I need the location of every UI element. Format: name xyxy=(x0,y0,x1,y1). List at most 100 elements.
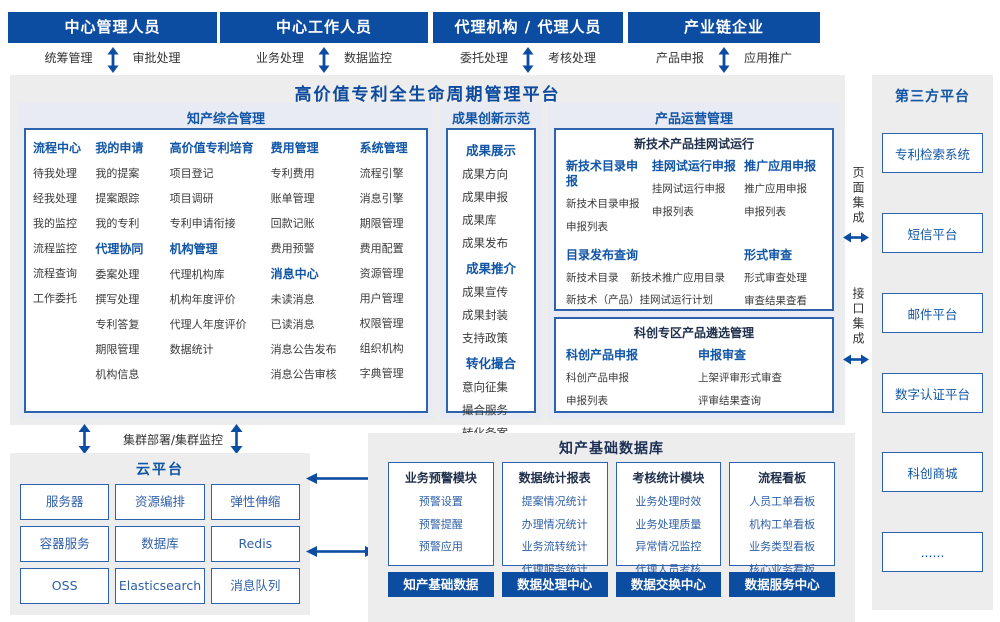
sci-selection-box: 科创专区产品遴选管理 科创产品申报 科创产品申报申报列表 申报审查 上架评审形式… xyxy=(554,317,834,413)
horizontal-double-arrow-icon xyxy=(843,354,869,365)
module-business-alert: 业务预警模块 预警设置预警提醒预警应用 xyxy=(388,462,494,566)
section-ip-management: 知产综合管理 流程中心 待我处理经我处理我的监控流程监控流程查询工作委托 我的申… xyxy=(18,103,434,419)
section-product-operation: 产品运营管理 新技术产品挂网试运行 新技术目录申报 新技术目录申报申报列表 挂网… xyxy=(548,103,840,419)
cloud-service-box: Elasticsearch xyxy=(115,568,205,604)
menu-item: 代理机构库 xyxy=(169,268,225,281)
ip-database-title: 知产基础数据库 xyxy=(559,441,664,457)
horizontal-double-arrow-icon xyxy=(306,546,376,557)
menu-item: 异常情况监控 xyxy=(635,540,702,553)
menu-item: 机构信息 xyxy=(95,368,140,381)
menu-item: 撮合服务 xyxy=(462,403,508,417)
actor-title: 产业链企业 xyxy=(628,12,820,43)
menu-item: 经我处理 xyxy=(33,192,77,205)
menu-item-list: 成果宣传成果封装支持政策 xyxy=(451,284,531,346)
menu-item: 专利答复 xyxy=(95,318,140,331)
group-header: 消息中心 xyxy=(270,267,319,281)
menu-item-list: 挂网试运行申报申报列表 xyxy=(652,181,736,219)
menu-item: 权限管理 xyxy=(359,317,404,330)
group-header: 目录发布查询 xyxy=(566,248,639,262)
module-header: 考核统计模块 xyxy=(632,471,705,485)
po-group-catalog-query: 目录发布查询 新技术目录 新技术推广应用目录 新技术（产品）挂网试运行计划 xyxy=(566,248,736,316)
menu-item: 形式审查处理 xyxy=(744,272,808,284)
cluster-deploy-monitor-label: 集群部署/集群监控 xyxy=(122,433,224,447)
menu-item: 新技术目录申报 xyxy=(566,198,640,210)
menu-item: 业务处理质量 xyxy=(635,517,702,531)
cloud-service-box: 数据库 xyxy=(115,526,205,562)
cloud-service-box: 资源编排 xyxy=(115,484,205,520)
data-center-box: 数据服务中心 xyxy=(729,572,835,597)
actor-title: 中心工作人员 xyxy=(220,12,428,43)
vertical-double-arrow-icon xyxy=(718,47,730,73)
menu-item: 机构工单看板 xyxy=(749,517,816,531)
menu-item: 专利费用 xyxy=(270,167,315,180)
menu-item: 业务处理时效 xyxy=(635,495,702,508)
ip-database-panel: 知产基础数据库 业务预警模块 预警设置预警提醒预警应用 数据统计报表 提案情况统… xyxy=(368,433,855,622)
group-header: 申报审查 xyxy=(698,348,747,362)
menu-item-list: 预警设置预警提醒预警应用 xyxy=(389,493,493,554)
actor-agencies: 代理机构 / 代理人员 委托处理 考核处理 xyxy=(433,12,623,73)
interface-integration-label: 接口集成 xyxy=(851,287,865,347)
menu-item: 消息公告审核 xyxy=(270,368,337,381)
menu-item: 申报列表 xyxy=(744,206,787,218)
group-header: 形式审查 xyxy=(744,248,793,262)
module-statistic-report: 数据统计报表 提案情况统计办理情况统计业务流转统计代理服务统计 xyxy=(501,462,608,576)
menu-item: 用户管理 xyxy=(359,292,404,305)
menu-item-list: 形式审查处理审查结果查看 xyxy=(744,270,822,308)
menu-item-list: 流程引擎消息引擎期限管理费用配置资源管理用户管理权限管理组织机构字典管理 xyxy=(360,165,419,381)
actor-title: 中心管理人员 xyxy=(8,12,217,43)
actor-role-right: 数据监控 xyxy=(344,51,393,65)
po-group-formal-review: 形式审查 形式审查处理审查结果查看 xyxy=(744,248,822,316)
menu-item: 申报列表 xyxy=(566,395,608,407)
menu-item: 撰写处理 xyxy=(95,293,140,306)
vertical-double-arrow-icon xyxy=(230,424,243,454)
actor-role-left: 业务处理 xyxy=(255,51,304,65)
po-group-sci-product-apply: 科创产品申报 科创产品申报申报列表 xyxy=(566,348,690,416)
ip-column-system-management: 系统管理 流程引擎消息引擎期限管理费用配置资源管理用户管理权限管理组织机构字典管… xyxy=(360,139,419,391)
section-title: 成果创新示范 xyxy=(451,112,530,127)
menu-item: 成果申报 xyxy=(462,190,508,204)
po-group-new-tech-catalog: 新技术目录申报 新技术目录申报申报列表 xyxy=(566,159,644,242)
group-header: 成果推介 xyxy=(465,261,516,276)
menu-item: 消息公告发布 xyxy=(270,343,337,356)
menu-item: 成果库 xyxy=(462,213,497,227)
data-center-box: 知产基础数据 xyxy=(388,572,494,597)
cloud-service-box: 弹性伸缩 xyxy=(210,484,300,520)
menu-item-list: 推广应用申报申报列表 xyxy=(744,181,822,219)
menu-item: 资源管理 xyxy=(359,267,404,280)
menu-item: 新技术推广应用目录 xyxy=(630,272,726,284)
left-arrow-icon xyxy=(306,473,376,484)
actor-role-left: 统筹管理 xyxy=(44,51,93,65)
horizontal-double-arrow-icon xyxy=(843,232,869,243)
menu-item-list: 上架评审形式审查评审结果查询 xyxy=(698,370,822,408)
cloud-service-box: Redis xyxy=(210,526,300,562)
menu-item: 期限管理 xyxy=(95,343,140,356)
menu-item: 业务流转统计 xyxy=(521,540,588,553)
menu-item: 预警设置 xyxy=(418,495,463,508)
group-header: 新技术目录申报 xyxy=(566,159,639,188)
menu-item: 数据统计 xyxy=(169,343,214,356)
menu-item: 流程引擎 xyxy=(359,167,404,180)
third-party-more: ...... xyxy=(882,532,983,572)
module-header: 数据统计报表 xyxy=(518,471,591,485)
menu-item-list: 项目登记项目调研专利申请衔接 xyxy=(170,165,266,231)
group-header: 机构管理 xyxy=(169,242,218,256)
menu-item: 费用配置 xyxy=(359,242,404,255)
module-header: 业务预警模块 xyxy=(404,471,477,485)
group-header: 转化撮合 xyxy=(465,356,516,371)
section-title: 产品运营管理 xyxy=(654,112,733,127)
vertical-double-arrow-icon xyxy=(78,424,91,454)
menu-item: 成果封装 xyxy=(462,308,508,322)
section-achievement-demo: 成果创新示范 成果展示 成果方向成果申报成果库成果发布 成果推介 成果宣传成果封… xyxy=(440,103,542,440)
online-trial-box: 新技术产品挂网试运行 新技术目录申报 新技术目录申报申报列表 挂网试运行申报 挂… xyxy=(554,128,834,311)
third-party-title: 第三方平台 xyxy=(895,89,970,105)
cloud-service-box: 服务器 xyxy=(20,484,110,520)
po-group-apply-review: 申报审查 上架评审形式审查评审结果查询 xyxy=(698,348,822,416)
menu-item-list: 新技术目录申报申报列表 xyxy=(566,196,644,234)
cloud-service-box: 容器服务 xyxy=(20,526,110,562)
menu-item: 人员工单看板 xyxy=(749,495,816,508)
vertical-double-arrow-icon xyxy=(318,47,330,73)
menu-item: 流程监控 xyxy=(33,242,77,255)
menu-item: 办理情况统计 xyxy=(521,517,588,531)
